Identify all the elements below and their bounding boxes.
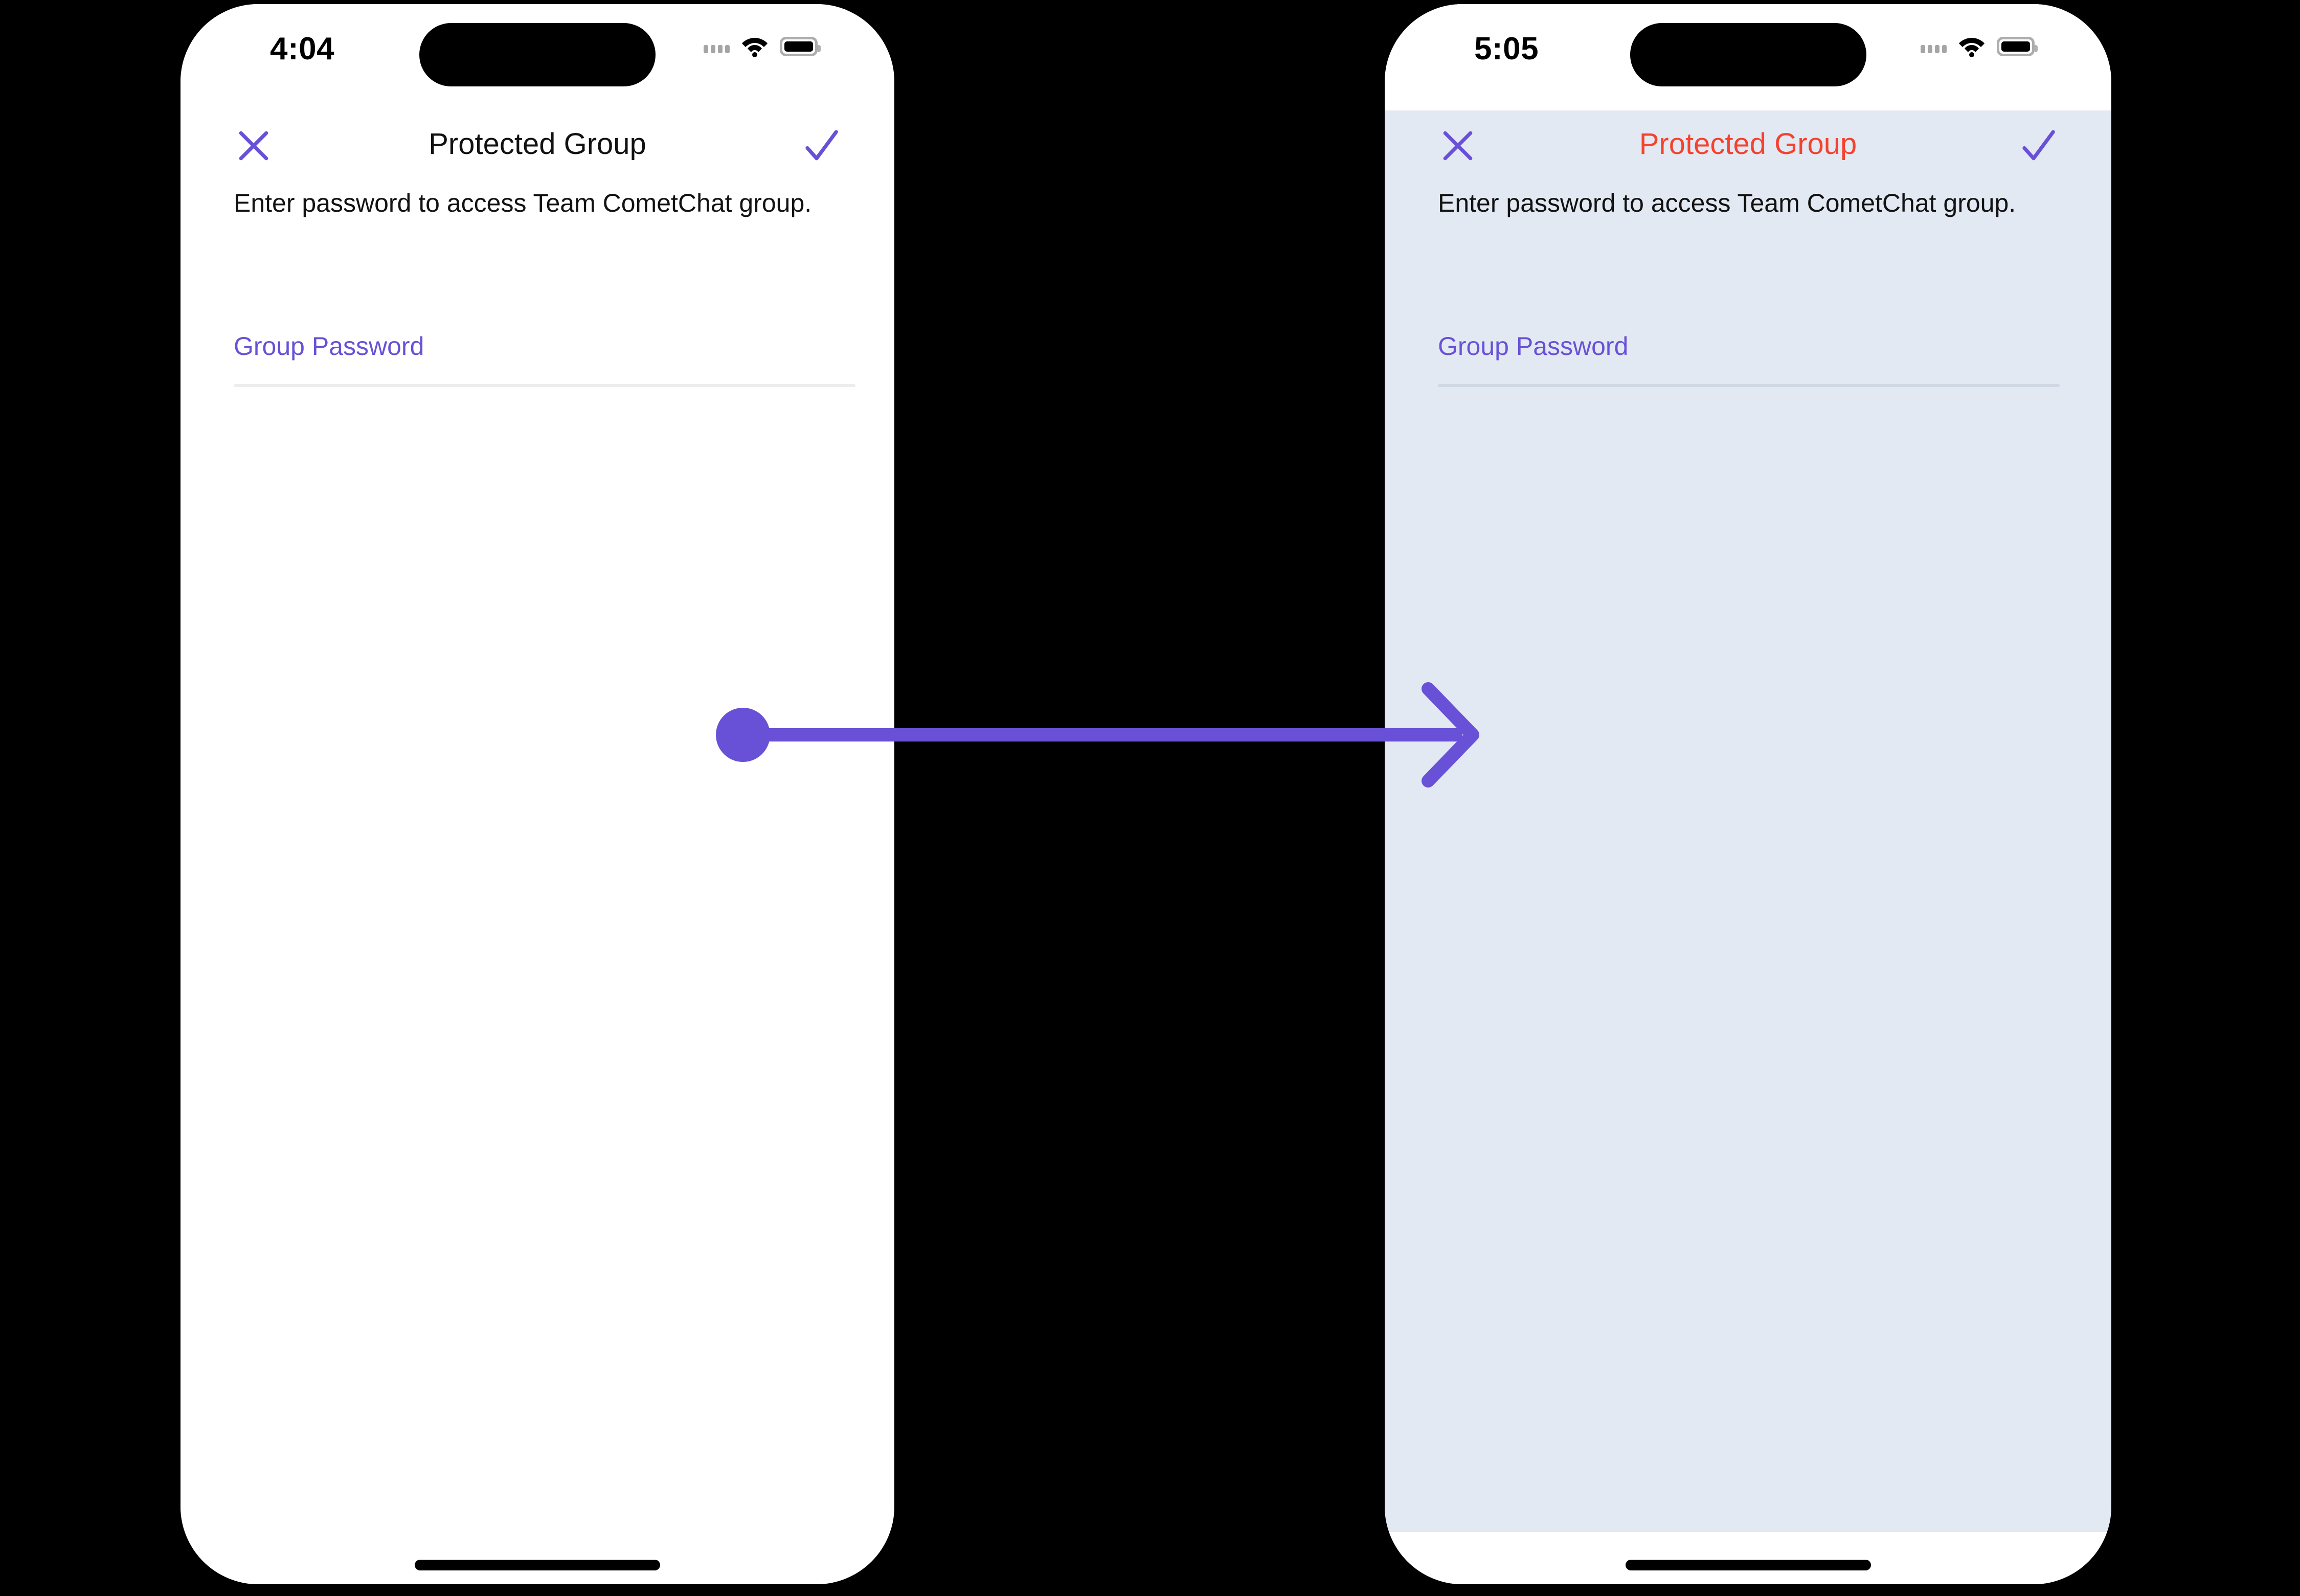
navigation-bar: Protected Group [181, 110, 894, 174]
home-indicator [415, 1560, 660, 1570]
status-bar-time: 5:05 [1474, 31, 1539, 66]
home-indicator [1625, 1560, 1871, 1570]
confirm-button[interactable] [798, 123, 844, 169]
wifi-icon [741, 36, 769, 57]
battery-icon [1997, 37, 2038, 56]
wifi-icon [1958, 36, 1986, 57]
confirm-button[interactable] [2015, 123, 2061, 169]
dynamic-island [419, 23, 656, 86]
signal-bars-icon [704, 40, 730, 53]
field-underline [234, 384, 855, 387]
dynamic-island [1630, 23, 1866, 86]
status-bar: 4:04 [181, 4, 894, 110]
description-text: Enter password to access Team CometChat … [1438, 189, 2016, 217]
battery-icon [780, 37, 821, 56]
navigation-bar: Protected Group [1385, 110, 2111, 174]
app-content-after: Protected Group Enter password to access… [1385, 110, 2111, 1584]
description-text: Enter password to access Team CometChat … [234, 189, 812, 217]
status-bar: 5:05 [1385, 4, 2111, 110]
close-button[interactable] [231, 123, 277, 169]
app-content-before: Protected Group Enter password to access… [181, 110, 894, 1584]
group-password-label: Group Password [234, 332, 424, 361]
group-password-field[interactable]: Group Password [1438, 331, 2060, 387]
group-password-label: Group Password [1438, 332, 1629, 361]
bottom-safe-area [1385, 1532, 2111, 1584]
status-bar-indicators [704, 33, 821, 60]
group-password-field[interactable]: Group Password [234, 331, 855, 387]
close-button[interactable] [1435, 123, 1481, 169]
page-title: Protected Group [1639, 127, 1857, 161]
page-title: Protected Group [429, 127, 646, 161]
phone-screen-after: 5:05 Protected Group Enter password to a… [1385, 4, 2111, 1584]
status-bar-time: 4:04 [270, 31, 335, 66]
signal-bars-icon [1921, 40, 1947, 53]
status-bar-indicators [1921, 33, 2038, 60]
field-underline [1438, 384, 2060, 387]
phone-screen-before: 4:04 Protected Group Enter password to a… [181, 4, 894, 1584]
